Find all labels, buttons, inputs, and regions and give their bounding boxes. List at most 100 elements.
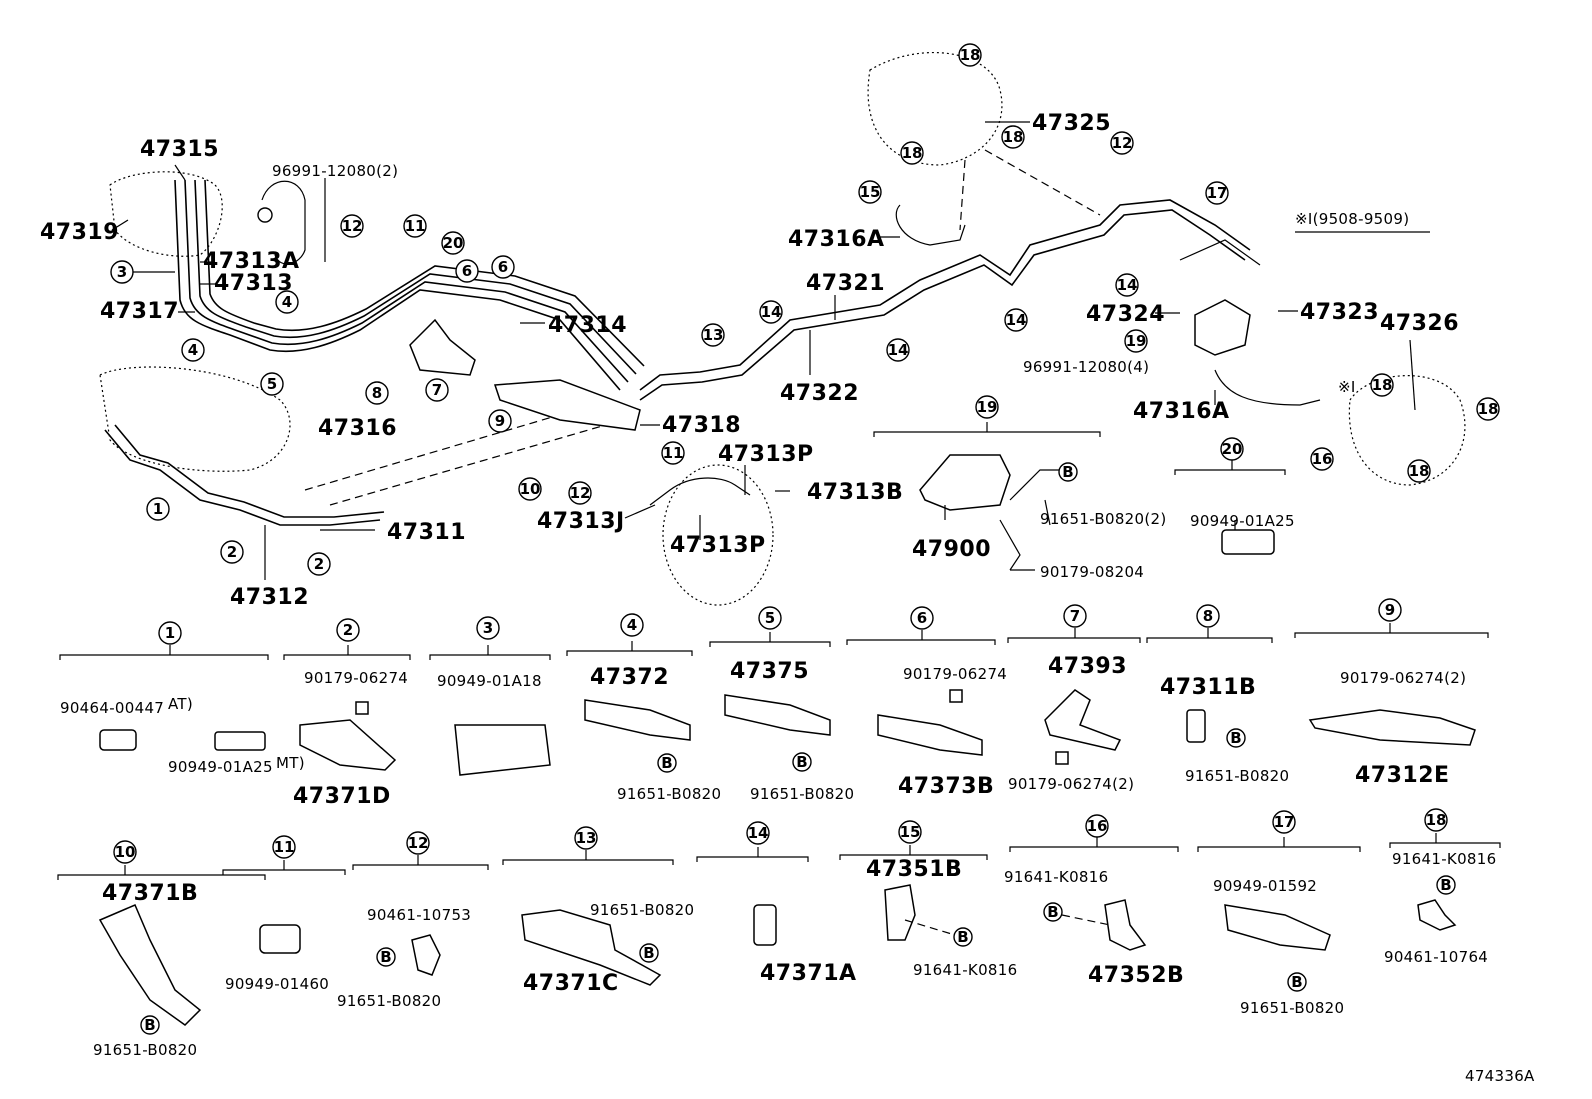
callout-18d: 18 [1370, 373, 1394, 397]
s15-91641-K0816: 91641-K0816 [913, 961, 1017, 979]
valve-linkage [1009, 469, 1060, 501]
s9-90179-06274-2: 90179-06274(2) [1340, 669, 1466, 687]
section-3-callout: 3 [476, 616, 500, 640]
clip-90461-10764 [1417, 899, 1457, 931]
s12-90461-10753: 90461-10753 [367, 906, 471, 924]
clamp-47371C [521, 909, 662, 986]
section-13-callout: 13 [574, 826, 598, 850]
s3-90949-01A18: 90949-01A18 [437, 672, 542, 690]
front-tube-lower [104, 429, 381, 526]
brake-hose-upper [261, 180, 306, 265]
section-14-callout: 14 [746, 821, 770, 845]
callout-4a: 4 [181, 338, 205, 362]
section-14-bracket [696, 856, 809, 862]
label-47318: 47318 [662, 413, 741, 438]
bolt-marker: B [639, 943, 659, 963]
s5-47375: 47375 [730, 659, 809, 684]
s16-47352B: 47352B [1088, 963, 1184, 988]
clamp-47373B [877, 714, 983, 756]
dashed-connector-2 [329, 414, 641, 506]
section-10-bracket [57, 874, 266, 880]
tube-bundle-2 [184, 179, 629, 383]
svg-text:6: 6 [498, 258, 508, 276]
section-17-bracket [1197, 846, 1361, 852]
s1-at-note: AT) [168, 695, 193, 713]
label-47313J: 47313J [537, 509, 625, 534]
s10-47371B: 47371B [102, 881, 198, 906]
label-47313: 47313 [214, 271, 293, 296]
section-15-callout: 15 [898, 820, 922, 844]
s6-90179-06274: 90179-06274 [903, 665, 1007, 683]
svg-text:3: 3 [483, 619, 493, 637]
callout-2b: 2 [307, 552, 331, 576]
callout-5: 5 [260, 372, 284, 396]
svg-text:13: 13 [576, 829, 597, 847]
bolt-marker: B [1287, 972, 1307, 992]
label-47311: 47311 [387, 520, 466, 545]
s8-47311B: 47311B [1160, 675, 1256, 700]
label-47319: 47319 [40, 220, 119, 245]
detail-47313P-outline [662, 464, 774, 606]
svg-text:2: 2 [314, 555, 324, 573]
svg-text:14: 14 [1006, 311, 1027, 329]
section-9-bracket [1294, 632, 1489, 638]
bolt-marker: B [1226, 728, 1246, 748]
bolt-marker: B [1058, 462, 1078, 482]
s11-90949-01460: 90949-01460 [225, 975, 329, 993]
svg-text:B: B [796, 753, 807, 771]
callout-11b: 11 [661, 441, 685, 465]
svg-text:18: 18 [1409, 462, 1430, 480]
bracket-47393 [1044, 689, 1122, 751]
s10-91651-B0820: 91651-B0820 [93, 1041, 197, 1059]
svg-text:5: 5 [765, 609, 775, 627]
label-47321: 47321 [806, 271, 885, 296]
clamp-90949-01A18 [454, 724, 551, 776]
callout-14b: 14 [886, 338, 910, 362]
callout-6a: 6 [455, 259, 479, 283]
label-47312: 47312 [230, 585, 309, 610]
section-11-callout: 11 [272, 835, 296, 859]
svg-text:12: 12 [570, 484, 591, 502]
valve-47900 [919, 454, 1011, 511]
dashed-connector-3 [984, 149, 1101, 216]
clip-47311B [1186, 709, 1206, 743]
hose-47316A-lower [1214, 369, 1321, 406]
s8-91651-B0820: 91651-B0820 [1185, 767, 1289, 785]
bolt-marker: B [953, 927, 973, 947]
tube-bundle-4 [204, 179, 645, 367]
callout-18f: 18 [1407, 459, 1431, 483]
svg-text:18: 18 [960, 46, 981, 64]
callout-14a: 14 [759, 300, 783, 324]
s7-47393: 47393 [1048, 654, 1127, 679]
label-47313B: 47313B [807, 480, 903, 505]
clamp-47371D [299, 719, 397, 771]
svg-text:9: 9 [1385, 601, 1395, 619]
bolt-marker: B [1043, 902, 1063, 922]
svg-text:12: 12 [408, 834, 429, 852]
label-47325: 47325 [1032, 111, 1111, 136]
s15-47351B: 47351B [866, 857, 962, 882]
svg-text:B: B [380, 948, 391, 966]
label-47316A-bottom: 47316A [1133, 399, 1230, 424]
s18-90461-10764: 90461-10764 [1384, 948, 1488, 966]
section-5-callout: 5 [758, 606, 782, 630]
bolt-marker: B [792, 752, 812, 772]
s4-47372: 47372 [590, 665, 669, 690]
section-brackets [57, 231, 1501, 880]
bracket-9-assembly [493, 379, 641, 431]
callout-12c: 12 [1110, 131, 1134, 155]
section-3-bracket [429, 654, 551, 660]
callout-1: 1 [146, 497, 170, 521]
section-2-bracket [283, 654, 411, 660]
svg-text:6: 6 [462, 262, 472, 280]
nut-90179-06274 [355, 701, 369, 715]
tube-bundle-3 [194, 179, 637, 375]
section-10-callout: 10 [113, 840, 137, 864]
callout-20a: 20 [441, 231, 465, 255]
s17-91651-B0820: 91651-B0820 [1240, 999, 1344, 1017]
front-tube-lower-2 [114, 424, 385, 518]
s17-90949-01592: 90949-01592 [1213, 877, 1317, 895]
front-brake-outline [99, 366, 291, 472]
svg-text:B: B [957, 928, 968, 946]
